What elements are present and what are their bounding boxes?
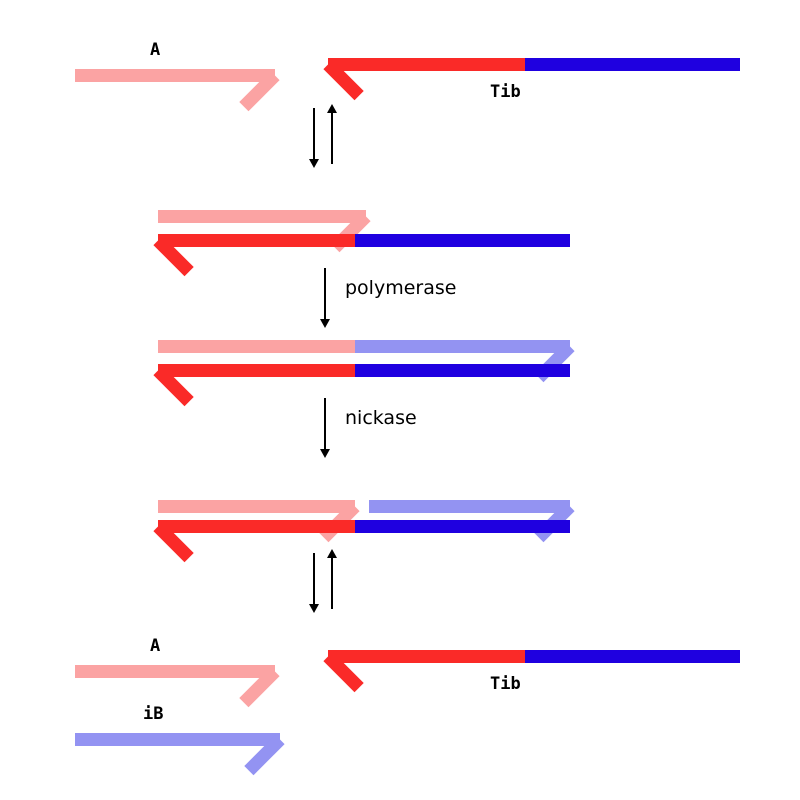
segment-blue bbox=[525, 650, 740, 663]
segment-red bbox=[158, 364, 355, 377]
segment-pink bbox=[75, 665, 275, 678]
strand-template-tib bbox=[153, 520, 570, 563]
segment-red bbox=[158, 520, 355, 533]
segment-red bbox=[158, 234, 355, 247]
arrow-down-icon bbox=[320, 268, 330, 328]
label-trigger-a: A bbox=[150, 40, 161, 60]
segment-pink bbox=[75, 69, 275, 82]
segment-pink bbox=[158, 340, 355, 353]
strand-product-a bbox=[75, 665, 280, 708]
segment-light-blue bbox=[355, 340, 570, 353]
strand-trigger-a bbox=[158, 210, 371, 253]
strand-trigger-a bbox=[75, 69, 280, 112]
strand-template-tib bbox=[323, 58, 740, 101]
label-template-tib: Tib bbox=[490, 674, 521, 694]
segment-pink bbox=[158, 210, 366, 223]
label-enzyme-nickase: nickase bbox=[345, 407, 417, 429]
segment-red bbox=[328, 650, 525, 663]
segment-blue bbox=[525, 58, 740, 71]
segment-light-blue bbox=[369, 500, 570, 513]
strand-template-tib bbox=[323, 650, 740, 693]
strand-template-tib bbox=[153, 364, 570, 407]
label-enzyme-polymerase: polymerase bbox=[345, 277, 457, 299]
label-product-a: A bbox=[150, 636, 161, 656]
segment-blue bbox=[355, 520, 570, 533]
segment-pink bbox=[158, 500, 355, 513]
segment-blue bbox=[355, 234, 570, 247]
arrow-up-icon bbox=[327, 104, 337, 164]
arrow-down-icon bbox=[309, 553, 319, 613]
strand-product-ib bbox=[75, 733, 285, 776]
label-template-tib: Tib bbox=[490, 82, 521, 102]
strand-nicked-ib bbox=[369, 500, 575, 543]
label-product-ib: iB bbox=[143, 704, 164, 724]
strand-nicked-a bbox=[158, 500, 360, 543]
segment-light-blue bbox=[75, 733, 280, 746]
strand-template-tib bbox=[153, 234, 570, 277]
segment-red bbox=[328, 58, 525, 71]
strand-extended bbox=[158, 340, 575, 383]
segment-blue bbox=[355, 364, 570, 377]
arrow-down-icon bbox=[320, 398, 330, 458]
arrow-down-icon bbox=[309, 108, 319, 168]
arrow-up-icon bbox=[327, 549, 337, 609]
